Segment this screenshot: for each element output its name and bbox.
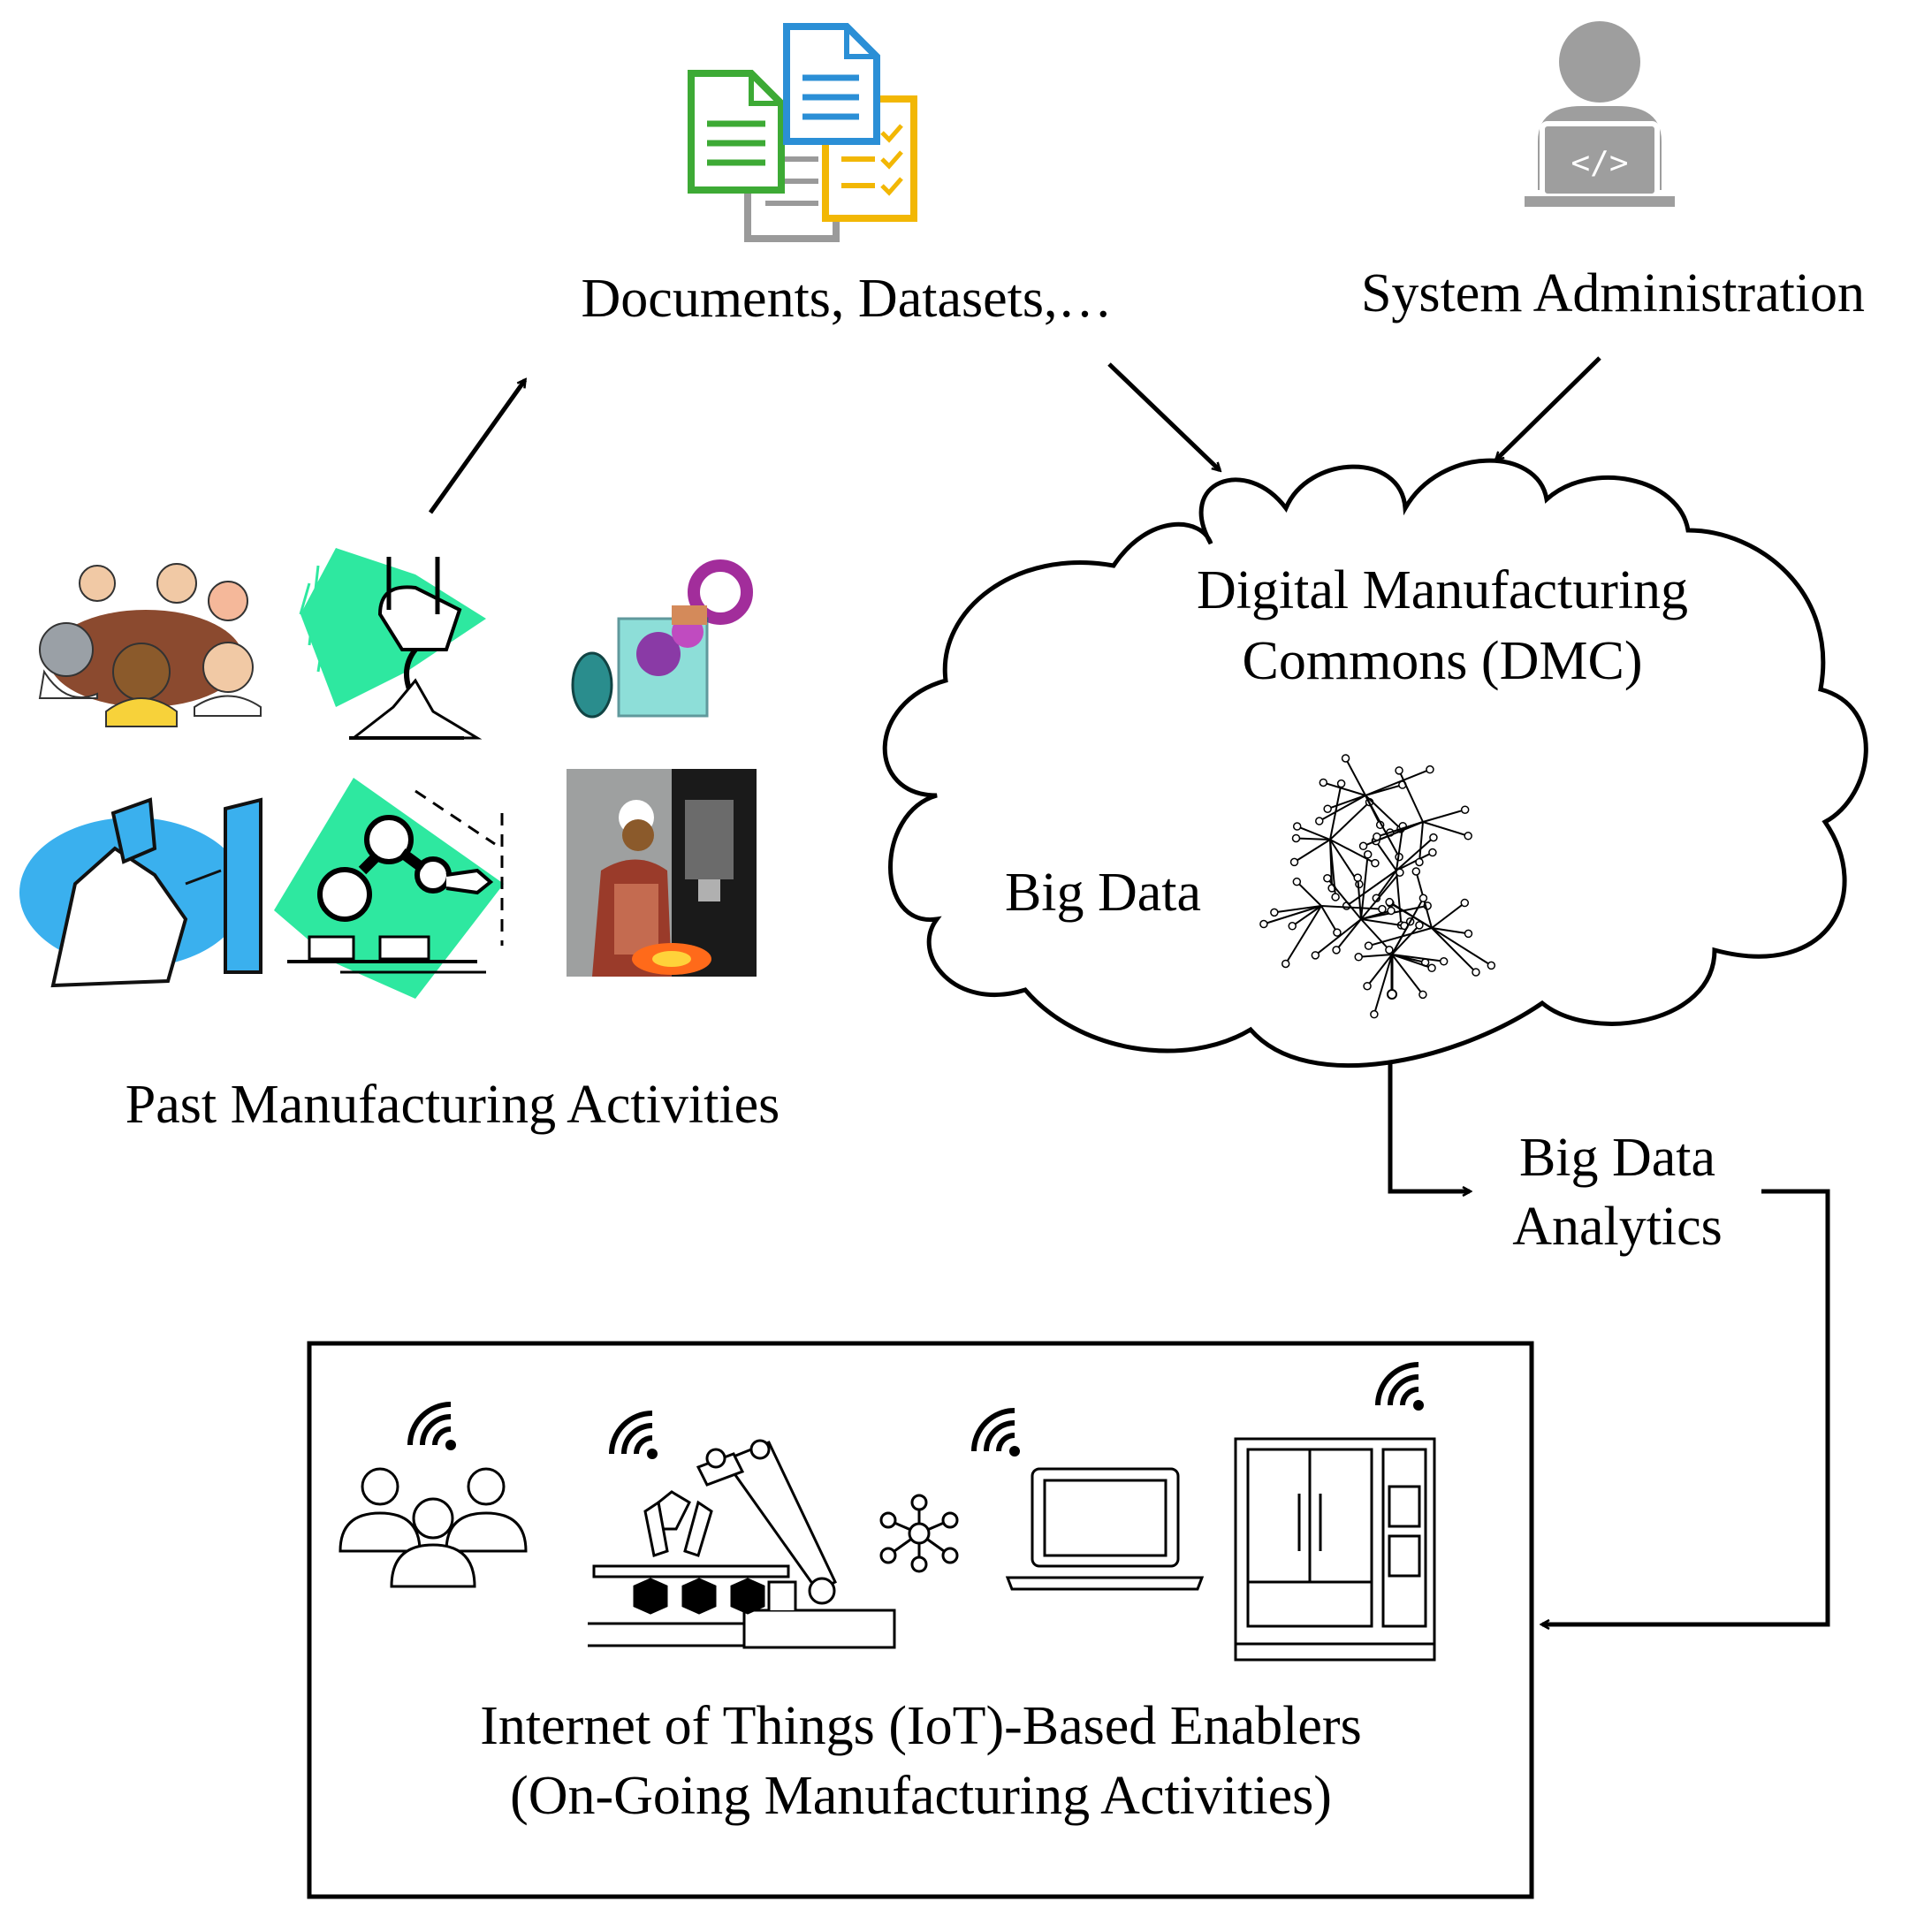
dmc-label-line1: Digital Manufacturing [1197, 560, 1688, 620]
wifi-icon [971, 1408, 1020, 1457]
svg-text:</>: </> [1571, 145, 1628, 181]
robot-conveyor-icon [588, 1439, 896, 1649]
documents-label: Documents, Datasets,… [582, 269, 1113, 329]
dmc-cloud [882, 458, 1868, 1069]
wifi-icon [1375, 1362, 1424, 1411]
dmc-label-line2: Commons (DMC) [1243, 631, 1643, 691]
analytics-label-line2: Analytics [1512, 1197, 1723, 1257]
gear-pump-assembly-icon [571, 559, 753, 719]
iot-label-line1: Internet of Things (IoT)-Based Enablers [480, 1696, 1361, 1756]
data-tree-icon [1259, 754, 1496, 1019]
big-data-label: Big Data [1005, 863, 1201, 923]
iot-label-line2: (On-Going Manufacturing Activities) [510, 1766, 1332, 1826]
metal-pouring-icon [299, 548, 486, 740]
wifi-icons [407, 1362, 1424, 1459]
admin-laptop-user-icon: </> [1525, 21, 1675, 207]
network-hub-icon [879, 1494, 959, 1573]
sysadmin-label: System Administration [1361, 263, 1865, 323]
wifi-icon [407, 1402, 456, 1450]
wifi-icon [609, 1411, 658, 1459]
industrial-cabinet-icon [1234, 1437, 1436, 1662]
arrow-past-to-documents [428, 380, 525, 514]
past-activities-label: Past Manufacturing Activities [125, 1075, 780, 1135]
people-group-icon [338, 1467, 528, 1588]
welder-icon [19, 797, 262, 988]
documents-stack-icon [688, 23, 917, 242]
forge-worker-icon [567, 769, 757, 977]
industrial-robot-arm-icon [274, 778, 504, 999]
laptop-icon [1005, 1467, 1205, 1591]
arrow-analytics-to-iot [1542, 1189, 1830, 1624]
arrow-admin-to-dmc [1496, 356, 1601, 460]
iot-box [307, 1341, 1534, 1899]
team-meeting-icon [38, 563, 262, 727]
arrow-documents-to-dmc [1107, 362, 1220, 470]
analytics-label-line1: Big Data [1519, 1128, 1715, 1188]
